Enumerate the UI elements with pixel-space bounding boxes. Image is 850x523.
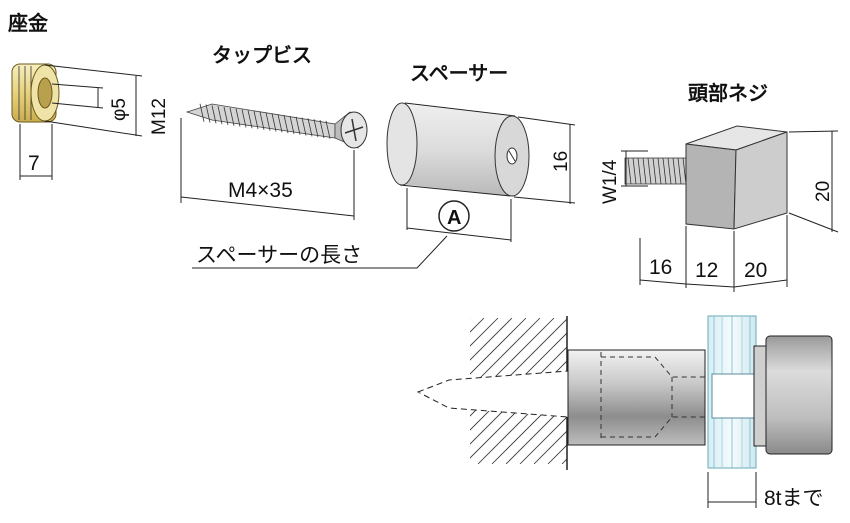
thread-dim: W1/4: [600, 159, 621, 204]
washer-width-dim: 7: [28, 152, 40, 175]
tapping-screw-group: タップビス M4×35: [180, 44, 368, 220]
spacer-length-label: スペーサーの長さ: [196, 244, 362, 267]
tapping-screw-label: タップビス: [212, 44, 312, 67]
assembly-section: 8tまで: [416, 315, 833, 510]
screw-size-dim: M4×35: [228, 179, 293, 202]
cap-section: [765, 335, 833, 455]
spacer-dia-dim: 16: [551, 151, 572, 172]
spacer-label: スペーサー: [410, 63, 508, 85]
washer-label: 座金: [8, 11, 49, 35]
head-height-dim: 20: [813, 181, 834, 202]
len1-dim: 16: [649, 256, 672, 279]
spacer-section: [567, 349, 706, 446]
spacer-group: スペーサー 16 A スペーサーの長さ: [192, 63, 576, 269]
head-screw-drawing: [624, 125, 788, 230]
washer-section: [753, 345, 767, 447]
head-screw-group: 頭部ネジ W1/4 20 16 12 20: [600, 81, 839, 292]
marker-a-text: A: [447, 207, 461, 229]
spacer-drawing: [386, 102, 530, 197]
marker-a: A: [438, 200, 470, 232]
washer-drawing: [11, 63, 60, 123]
washer-group: 座金 7 φ5 M12: [8, 11, 170, 180]
tapping-screw-drawing: [185, 103, 368, 149]
glass-panel: [707, 315, 757, 469]
head-screw-label: 頭部ネジ: [688, 81, 768, 105]
glass-thickness-dim: 8tまで: [764, 487, 824, 510]
washer-thread-dim: M12: [149, 98, 170, 135]
len3-dim: 20: [744, 259, 767, 282]
len2-dim: 12: [695, 259, 718, 282]
washer-hole-dim: φ5: [109, 98, 130, 121]
